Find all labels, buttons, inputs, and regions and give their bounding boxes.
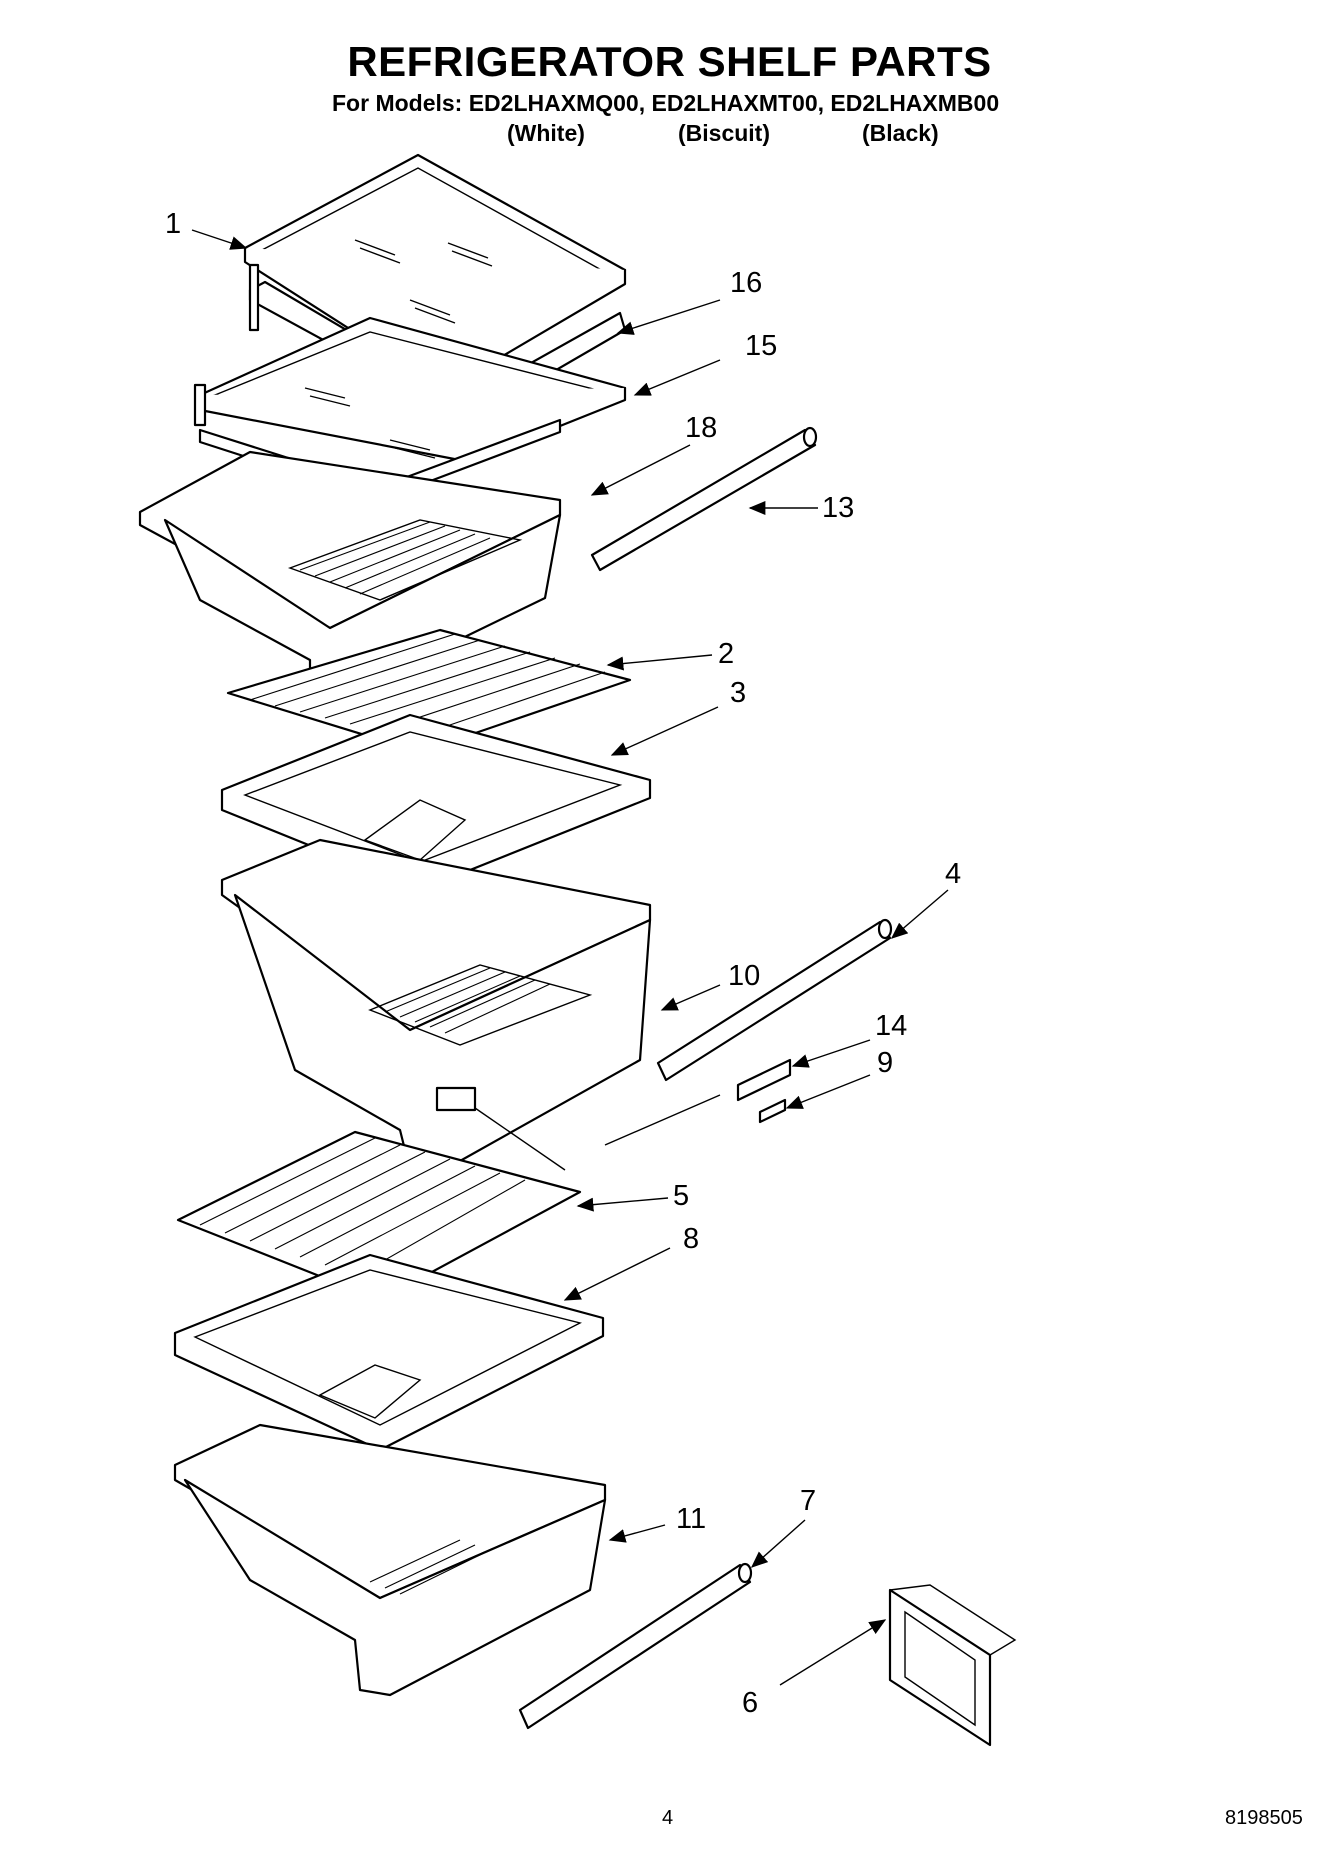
callout-9: 9	[877, 1047, 893, 1079]
callout-11: 11	[676, 1503, 706, 1535]
glass-shelf-top	[243, 153, 627, 392]
page-number: 4	[662, 1807, 674, 1829]
rail-7	[518, 1562, 753, 1730]
callout-15: 15	[745, 330, 777, 362]
control-parts	[604, 1058, 792, 1146]
crisper-drawer-11	[173, 1423, 607, 1697]
callout-6: 6	[742, 1687, 758, 1719]
callout-1: 1	[165, 208, 181, 240]
document-number: 8198505	[1225, 1807, 1303, 1829]
models-line: For Models: ED2LHAXMQ00, ED2LHAXMT00, ED…	[332, 90, 1000, 116]
callout-5: 5	[673, 1180, 689, 1212]
page-title: REFRIGERATOR SHELF PARTS	[347, 38, 992, 85]
rail-4	[656, 918, 893, 1082]
callout-14: 14	[875, 1010, 907, 1042]
variant-black: (Black)	[862, 120, 939, 146]
crisper-drawer-10	[220, 838, 652, 1177]
callout-10: 10	[728, 960, 760, 992]
callout-4: 4	[945, 858, 961, 890]
bracket-6	[888, 1584, 1017, 1747]
callout-18: 18	[685, 412, 717, 444]
crisper-cover-2	[226, 628, 632, 754]
crisper-frame-8	[173, 1253, 605, 1452]
variant-white: (White)	[507, 120, 585, 146]
callout-7: 7	[800, 1485, 816, 1517]
rail-13	[590, 426, 818, 572]
callout-2: 2	[718, 638, 734, 670]
crisper-cover-5	[176, 1130, 582, 1302]
callout-3: 3	[730, 677, 746, 709]
callout-16: 16	[730, 267, 762, 299]
variant-biscuit: (Biscuit)	[678, 120, 770, 146]
glass-shelf-15	[193, 316, 627, 464]
callout-13: 13	[822, 492, 854, 524]
callout-leaders	[191, 229, 949, 1686]
callout-8: 8	[683, 1223, 699, 1255]
